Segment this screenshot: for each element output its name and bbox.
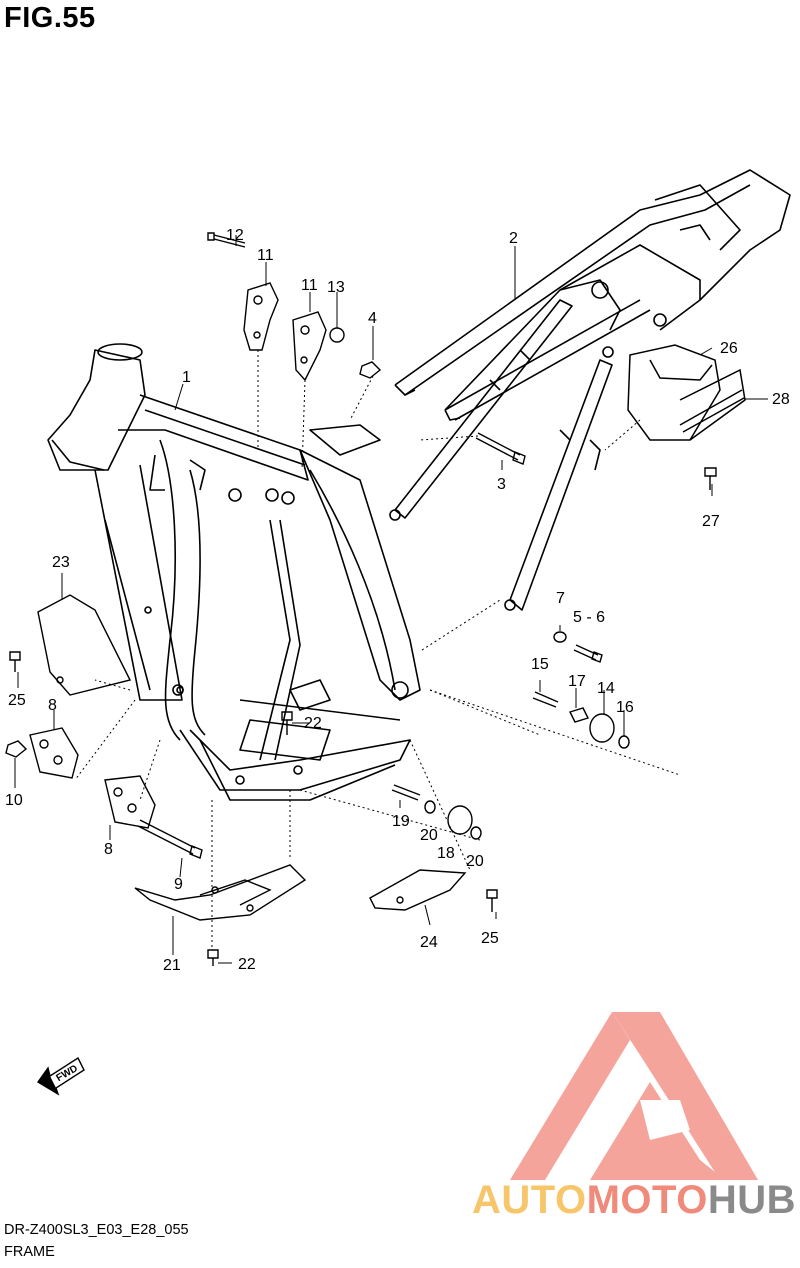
leader-lines [14,235,768,964]
callout-15: 15 [531,656,549,673]
watermark-moto: MOTO [586,1178,708,1222]
battery-case-part [627,344,746,441]
callout-20-right: 20 [466,853,484,870]
callout-28: 28 [772,391,790,408]
callout-10: 10 [5,792,23,809]
callout-8-lower: 8 [104,841,113,858]
callout-16: 16 [616,699,634,716]
callout-5-6: 5 - 6 [573,609,605,626]
model-code: DR-Z400SL3_E03_E28_055 [4,1222,189,1238]
callout-24: 24 [420,934,438,951]
watermark-auto: AUTO [472,1178,587,1222]
skid-plate-part-21 [134,864,307,921]
engine-mount-plates-8 [29,727,156,829]
callout-2: 2 [509,230,518,247]
section-name: FRAME [4,1244,55,1260]
callout-1: 1 [182,369,191,386]
watermark-brand: AUTOMOTOHUB [472,1178,796,1223]
callout-25-right: 25 [481,930,499,947]
callout-22-lower: 22 [238,956,256,973]
callout-22-upper: 22 [304,715,322,732]
callout-4: 4 [368,310,377,327]
forward-arrow-icon: FWD [36,1056,85,1096]
main-frame-part [47,343,421,801]
watermark-logo-icon [510,1012,758,1180]
callout-21: 21 [163,957,181,974]
callout-26: 26 [720,340,738,357]
frame-guards [37,594,467,911]
callout-8-upper: 8 [48,697,57,714]
callout-11-left: 11 [257,247,274,264]
mount-brackets-11 [243,282,327,382]
figure-title: FIG.55 [4,2,96,34]
callout-9: 9 [174,876,183,893]
callout-25-left: 25 [8,692,26,709]
callout-11-right: 11 [301,277,318,294]
callout-18: 18 [437,845,455,862]
callout-3: 3 [497,476,506,493]
callout-17: 17 [568,673,586,690]
callout-12: 12 [226,227,244,244]
callout-13: 13 [327,279,345,296]
watermark-hub: HUB [707,1178,797,1222]
callout-7: 7 [556,590,565,607]
callout-20-left: 20 [420,827,438,844]
rear-subframe-part [389,169,791,611]
callout-23: 23 [52,554,70,571]
callout-19: 19 [392,813,410,830]
part-callouts: 1 2 3 4 5 - 6 7 8 8 9 10 11 11 12 13 14 … [5,227,790,974]
callout-14: 14 [597,680,615,697]
callout-27: 27 [702,513,720,530]
